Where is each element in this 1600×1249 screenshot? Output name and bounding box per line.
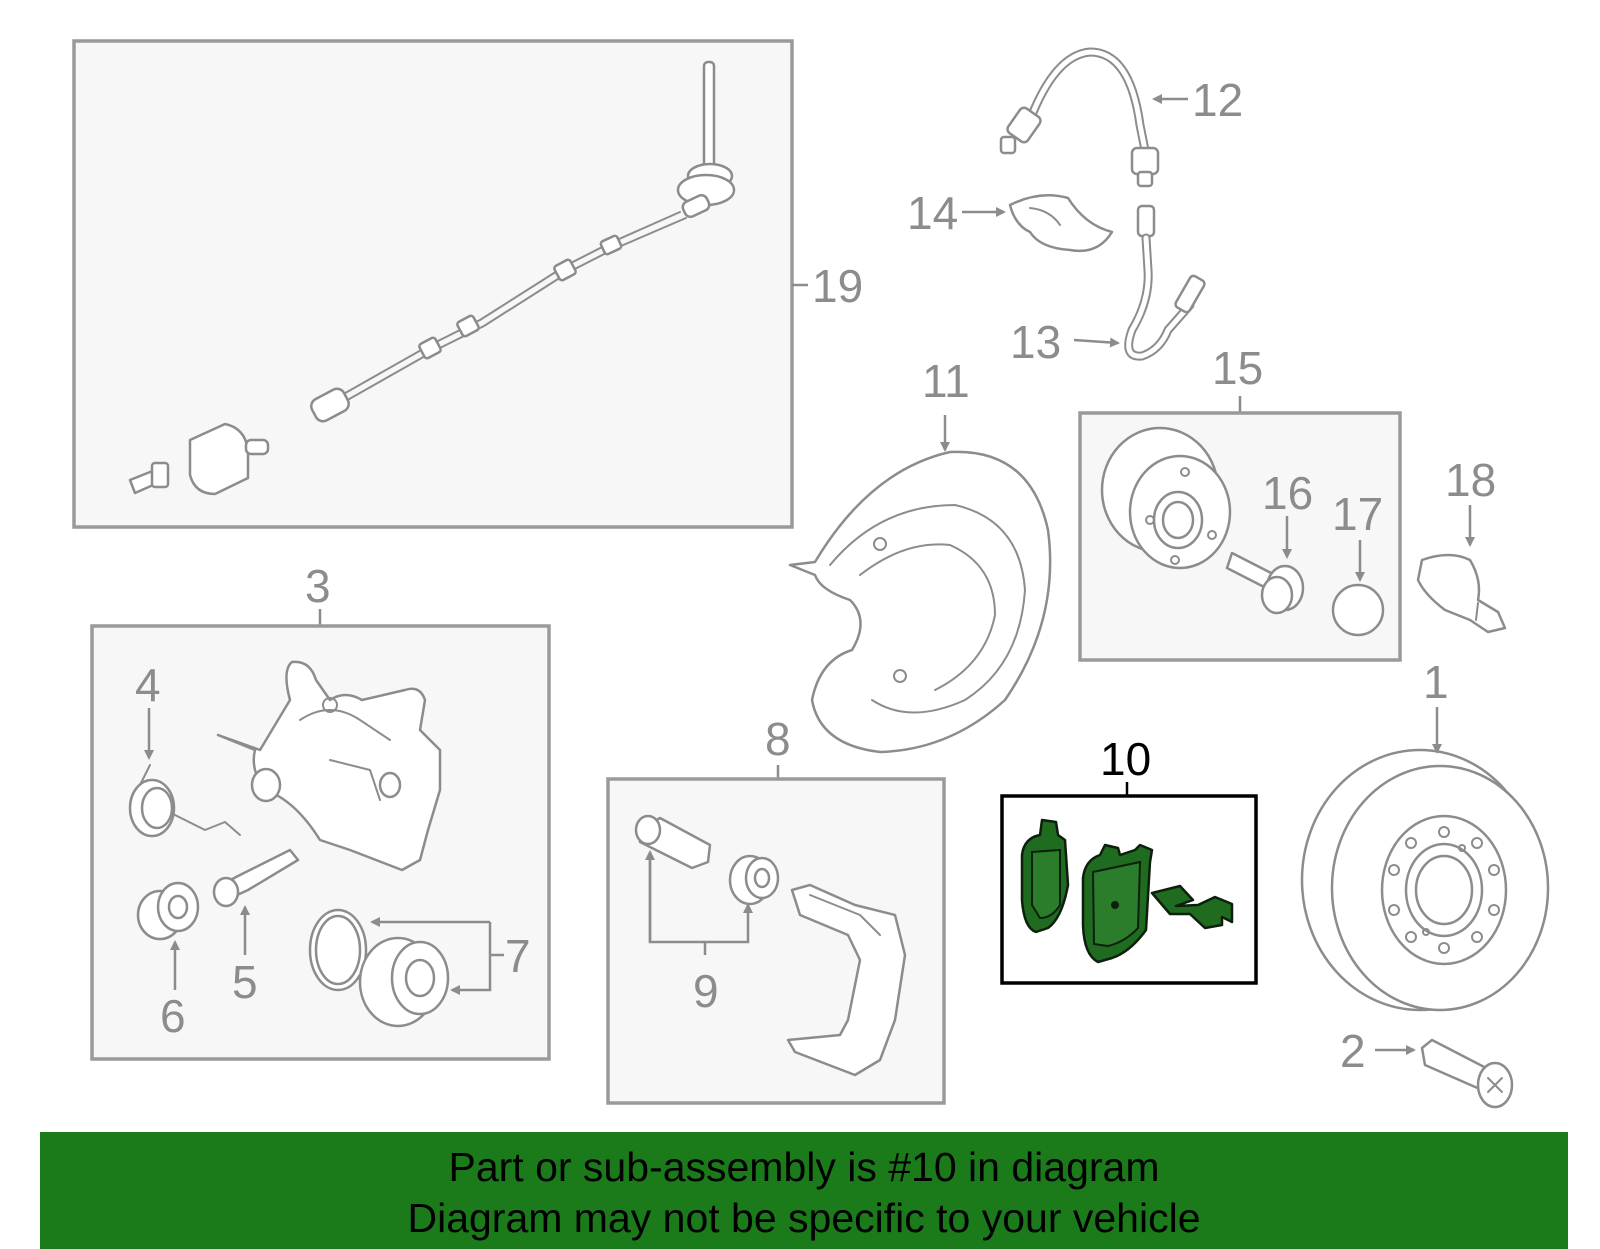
guide-boot-part[interactable] — [728, 854, 780, 906]
brake-rotor-part[interactable] — [1300, 748, 1550, 1012]
callout-13[interactable]: 13 — [1010, 316, 1061, 368]
spring-part[interactable] — [128, 764, 241, 838]
callout-4[interactable]: 4 — [135, 659, 161, 711]
abs-sensor-part[interactable] — [1416, 553, 1507, 634]
banner-line-1: Part or sub-assembly is #10 in diagram — [448, 1144, 1160, 1190]
callout-11[interactable]: 11 — [922, 355, 970, 407]
callout-7[interactable]: 7 — [505, 930, 531, 982]
pad-shim-clips-part[interactable] — [1150, 884, 1234, 930]
banner-line-2: Diagram may not be specific to your vehi… — [407, 1195, 1201, 1241]
dust-cap-part[interactable] — [1331, 583, 1385, 637]
callout-5[interactable]: 5 — [232, 956, 258, 1008]
callout-16[interactable]: 16 — [1262, 467, 1313, 519]
callout-14[interactable]: 14 — [907, 187, 958, 239]
piston-seal-kit-part[interactable] — [308, 908, 450, 1028]
sensor-assembly-box: 19 — [72, 39, 863, 529]
callout-1[interactable]: 1 — [1423, 656, 1449, 708]
bleeder-screw-part[interactable] — [212, 848, 300, 908]
brake-hose-13-part[interactable] — [1124, 204, 1206, 361]
dust-shield-part[interactable] — [788, 450, 1052, 754]
callout-15[interactable]: 15 — [1212, 342, 1263, 394]
callout-19[interactable]: 19 — [812, 260, 863, 312]
hub-assembly-box: 15 16 17 — [1078, 342, 1402, 662]
callout-10[interactable]: 10 — [1100, 733, 1151, 785]
caliper-support-bracket-part[interactable] — [786, 883, 907, 1077]
callout-12[interactable]: 12 — [1192, 74, 1243, 126]
brake-hose-12-part[interactable] — [999, 47, 1160, 188]
wheel-speed-sensor-part[interactable] — [128, 60, 736, 496]
guide-pin-part[interactable] — [634, 814, 712, 870]
caliper-bracket-box: 8 9 — [606, 713, 946, 1105]
rotor-screw-part[interactable] — [1420, 1038, 1514, 1109]
bracket-14-part[interactable] — [1008, 193, 1114, 253]
callout-3[interactable]: 3 — [305, 560, 331, 612]
brake-pad-kit-box[interactable]: 10 — [1000, 733, 1258, 985]
callout-18[interactable]: 18 — [1445, 454, 1496, 506]
info-banner: Part or sub-assembly is #10 in diagram D… — [40, 1132, 1568, 1249]
callout-2[interactable]: 2 — [1340, 1025, 1366, 1077]
caliper-assembly-box: 3 4 5 6 — [90, 560, 551, 1061]
brake-pad-inner-part[interactable] — [1081, 843, 1154, 964]
brake-pad-outer-part[interactable] — [1020, 818, 1070, 934]
callout-9[interactable]: 9 — [693, 965, 719, 1017]
hub-bolt-part[interactable] — [1225, 551, 1305, 615]
callout-6[interactable]: 6 — [160, 990, 186, 1042]
callout-17[interactable]: 17 — [1332, 488, 1383, 540]
bushing-part[interactable] — [136, 881, 200, 941]
callout-8[interactable]: 8 — [765, 713, 791, 765]
caliper-part[interactable] — [216, 660, 442, 872]
wheel-hub-part[interactable] — [1100, 426, 1232, 570]
